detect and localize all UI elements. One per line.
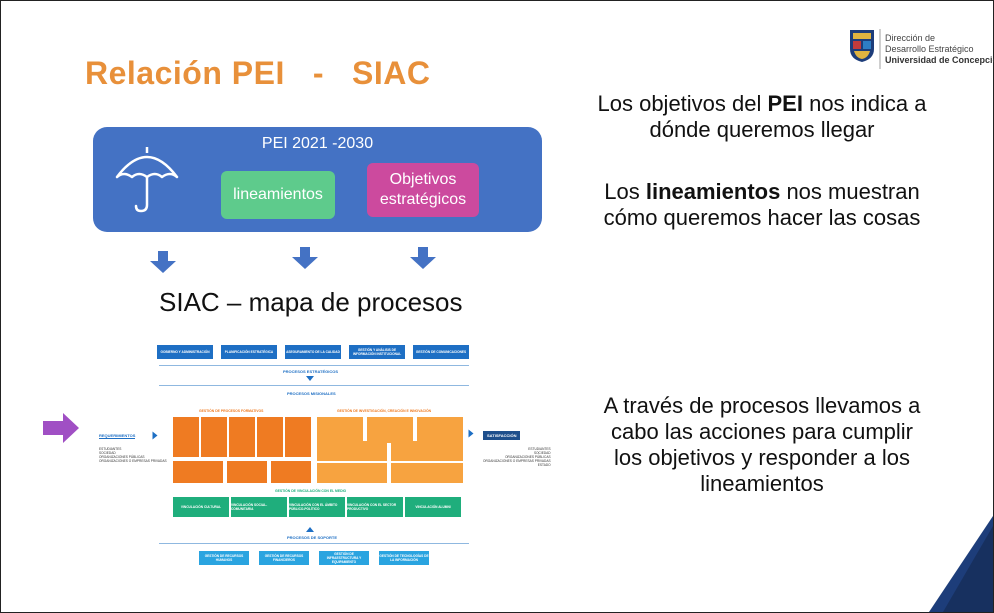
- map-support-box: GESTIÓN DE TECNOLOGÍAS DE LA INFORMACIÓN: [379, 551, 429, 565]
- objetivos-line2: estratégicos: [379, 191, 467, 208]
- down-arrow-icon: [292, 247, 318, 269]
- map-strategic-label: PROCESOS ESTRATÉGICOS: [283, 369, 339, 374]
- siac-title: SIAC – mapa de procesos: [159, 287, 463, 317]
- title-part1: Relación PEI: [85, 55, 285, 91]
- map-support-box: GESTIÓN DE RECURSOS HUMANOS: [199, 551, 249, 565]
- pei-title: PEI 2021 -2030: [261, 135, 374, 152]
- map-orange-box: [229, 417, 255, 457]
- map-green-box: VINCULACIÓN CULTURAL: [173, 497, 229, 517]
- objetivos-line1: Objetivos: [389, 171, 457, 188]
- logo-line3: Universidad de Concepción: [885, 55, 994, 65]
- lineamientos-bold: lineamientos: [645, 179, 781, 204]
- map-orange-box: [227, 461, 267, 483]
- map-support-box: GESTIÓN DE RECURSOS FINANCIEROS: [259, 551, 309, 565]
- map-orange-box: [173, 417, 199, 457]
- map-box-aseguramiento: ASEGURAMIENTO DE LA CALIDAD: [285, 345, 341, 359]
- map-formative-label: GESTIÓN DE PROCESOS FORMATIVOS: [199, 409, 264, 413]
- umbrella-icon: [115, 147, 179, 213]
- objetivos-box: Objetivos estratégicos: [367, 163, 479, 217]
- map-orange-box: [367, 417, 413, 443]
- map-orange-box: [317, 463, 387, 483]
- map-orange-box: [417, 417, 463, 443]
- map-orange-box: [271, 461, 311, 483]
- map-orange-box: [201, 417, 227, 457]
- process-map: GOBIERNO Y ADMINISTRACIÓN PLANIFICACIÓN …: [79, 331, 551, 581]
- map-missional-label: PROCESOS MISIONALES: [287, 391, 336, 396]
- right-arrow-icon: [43, 413, 79, 443]
- logo-line1: Dirección de: [885, 33, 936, 43]
- corner-decoration: [929, 516, 993, 612]
- map-green-box: VINCULACIÓN SOCIAL-COMUNITARIA: [231, 497, 287, 517]
- map-orange-box: [257, 417, 283, 457]
- logo-line2: Desarrollo Estratégico: [885, 44, 974, 54]
- map-divider: [159, 385, 469, 386]
- map-arrow-icon: [468, 429, 474, 438]
- map-box-gobierno: GOBIERNO Y ADMINISTRACIÓN: [157, 345, 213, 359]
- pei-box: PEI 2021 -2030 lineamientos Objetivos es…: [93, 127, 542, 232]
- map-orange-box: [391, 463, 463, 483]
- logo-text: Dirección de Desarrollo Estratégico Univ…: [885, 33, 994, 66]
- lineamientos-box: lineamientos: [221, 171, 335, 219]
- title-part2: SIAC: [352, 55, 431, 91]
- lineamientos-explanation: Los lineamientos nos muestran cómo quere…: [603, 179, 921, 230]
- slide-title: Relación PEI-SIAC: [85, 55, 430, 92]
- map-green-box: VINCULACIÓN ALUMNI: [405, 497, 461, 517]
- map-requirements-label: REQUERIMIENTOS: [99, 433, 136, 439]
- map-box-comunicaciones: GESTIÓN DE COMUNICACIONES: [413, 345, 469, 359]
- map-satisfaction-label: SATISFACCIÓN: [483, 431, 521, 440]
- map-box-informacion: GESTIÓN Y ANÁLISIS DE INFORMACIÓN INSTIT…: [349, 345, 405, 359]
- map-support-box: GESTIÓN DE INFRAESTRUCTURA Y EQUIPAMIENT…: [319, 551, 369, 565]
- map-orange-box: [391, 441, 463, 461]
- procesos-explanation: A través de procesos llevamos a cabo las…: [603, 393, 921, 496]
- down-arrow-icon: [410, 247, 436, 269]
- map-orange-box: [285, 417, 311, 457]
- map-arrow-icon: [306, 527, 314, 532]
- map-arrow-icon: [152, 431, 158, 440]
- university-logo: Dirección de Desarrollo Estratégico Univ…: [849, 29, 994, 71]
- title-dash: -: [312, 55, 324, 91]
- map-green-box: VINCULACIÓN CON EL SECTOR PRODUCTIVO: [347, 497, 403, 517]
- map-research-label: GESTIÓN DE INVESTIGACIÓN, CREACIÓN E INN…: [337, 409, 432, 413]
- map-orange-box: [317, 441, 387, 461]
- map-divider: [159, 365, 469, 366]
- map-support-label: PROCESOS DE SOPORTE: [287, 535, 338, 540]
- pei-bold: PEI: [767, 91, 803, 116]
- shield-icon: [850, 30, 874, 62]
- map-orange-box: [317, 417, 363, 443]
- map-arrow-icon: [306, 376, 314, 381]
- map-green-box: VINCULACIÓN CON EL ÁMBITO PÚBLICO-POLÍTI…: [289, 497, 345, 517]
- map-box-planificacion: PLANIFICACIÓN ESTRATÉGICA: [221, 345, 277, 359]
- map-divider: [159, 543, 469, 544]
- map-linkage-label: GESTIÓN DE VINCULACIÓN CON EL MEDIO: [275, 489, 347, 493]
- pei-explanation: Los objetivos del PEI nos indica a dónde…: [597, 91, 927, 142]
- logo-divider: [879, 29, 881, 69]
- down-arrow-icon: [150, 251, 176, 273]
- map-orange-box: [173, 461, 223, 483]
